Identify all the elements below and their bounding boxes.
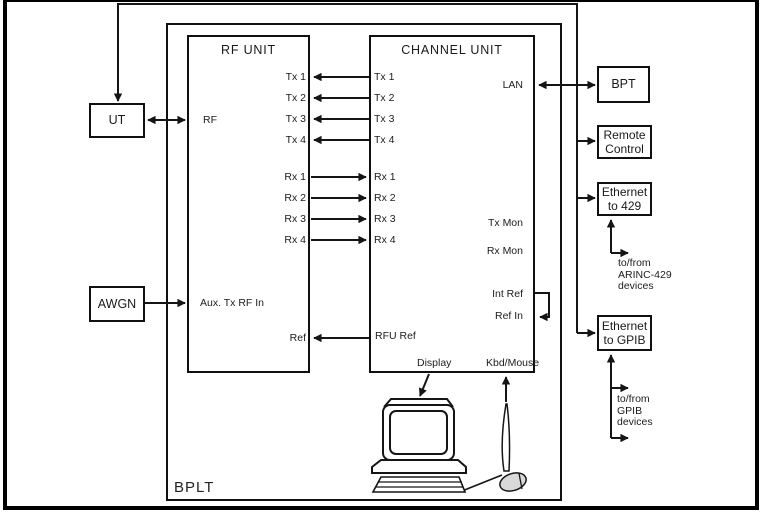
channel-port-tx-mon: Tx Mon bbox=[487, 217, 523, 229]
arinc-devices-note: to/from ARINC-429 devices bbox=[618, 257, 672, 293]
rf-port-rx4: Rx 4 bbox=[284, 234, 306, 246]
rf-unit-title: RF UNIT bbox=[221, 43, 276, 57]
ethernet-gpib-label-line1: Ethernet bbox=[601, 319, 648, 333]
arinc-note-line3: devices bbox=[618, 280, 654, 292]
gpib-note-line3: devices bbox=[617, 416, 653, 428]
bpt-box: BPT bbox=[597, 66, 650, 103]
remote-control-label-line1: Remote bbox=[603, 128, 646, 142]
gpib-note-line1: to/from bbox=[617, 393, 650, 405]
channel-port-display: Display bbox=[417, 357, 452, 369]
gpib-note-line2: GPIB bbox=[617, 404, 643, 417]
channel-port-tx3: Tx 3 bbox=[374, 113, 395, 125]
rf-port-ref: Ref bbox=[289, 332, 306, 344]
rf-port-tx1: Tx 1 bbox=[285, 71, 306, 83]
channel-port-lan: LAN bbox=[502, 79, 523, 91]
gpib-devices-note: to/from GPIB devices bbox=[617, 393, 653, 429]
rf-port-rx1: Rx 1 bbox=[284, 171, 306, 183]
rf-port-rx2: Rx 2 bbox=[284, 192, 306, 204]
channel-port-tx1: Tx 1 bbox=[374, 71, 395, 83]
ethernet-429-label-line2: to 429 bbox=[607, 199, 642, 213]
remote-control-label-line2: Control bbox=[605, 142, 644, 156]
ethernet-to-gpib-box: Ethernet to GPIB bbox=[597, 315, 652, 351]
bpt-label: BPT bbox=[611, 77, 636, 92]
rf-port-rx3: Rx 3 bbox=[284, 213, 306, 225]
rf-port-tx2: Tx 2 bbox=[285, 92, 306, 104]
ethernet-to-429-box: Ethernet to 429 bbox=[597, 182, 652, 216]
ethernet-gpib-label-line2: to GPIB bbox=[603, 333, 646, 347]
rf-port-rf: RF bbox=[203, 114, 217, 126]
bplt-label: BPLT bbox=[174, 479, 215, 496]
arinc-note-line1: to/from bbox=[618, 257, 651, 269]
channel-port-rx1: Rx 1 bbox=[374, 171, 396, 183]
channel-port-rx4: Rx 4 bbox=[374, 234, 396, 246]
remote-control-box: Remote Control bbox=[597, 125, 652, 159]
channel-port-rx2: Rx 2 bbox=[374, 192, 396, 204]
rf-unit-box: RF UNIT bbox=[187, 35, 310, 373]
rf-port-aux-tx-rf-in: Aux. Tx RF In bbox=[200, 297, 264, 309]
ethernet-429-label-line1: Ethernet bbox=[601, 185, 648, 199]
awgn-box: AWGN bbox=[89, 286, 145, 322]
rf-port-tx3: Tx 3 bbox=[285, 113, 306, 125]
ut-label: UT bbox=[108, 113, 126, 128]
channel-port-rfu-ref: RFU Ref bbox=[375, 330, 416, 342]
channel-port-int-ref: Int Ref bbox=[492, 288, 523, 300]
channel-unit-title: CHANNEL UNIT bbox=[401, 43, 503, 57]
channel-port-rx-mon: Rx Mon bbox=[486, 245, 523, 257]
awgn-label: AWGN bbox=[97, 296, 137, 311]
ut-box: UT bbox=[89, 103, 145, 138]
channel-port-kbd-mouse: Kbd/Mouse bbox=[486, 357, 540, 369]
rf-port-tx4: Tx 4 bbox=[285, 134, 306, 146]
channel-port-ref-in: Ref In bbox=[494, 310, 523, 322]
outer-frame bbox=[3, 0, 759, 510]
channel-port-tx2: Tx 2 bbox=[374, 92, 395, 104]
arinc-note-line2: ARINC-429 bbox=[618, 268, 672, 281]
channel-port-tx4: Tx 4 bbox=[374, 134, 395, 146]
channel-port-rx3: Rx 3 bbox=[374, 213, 396, 225]
